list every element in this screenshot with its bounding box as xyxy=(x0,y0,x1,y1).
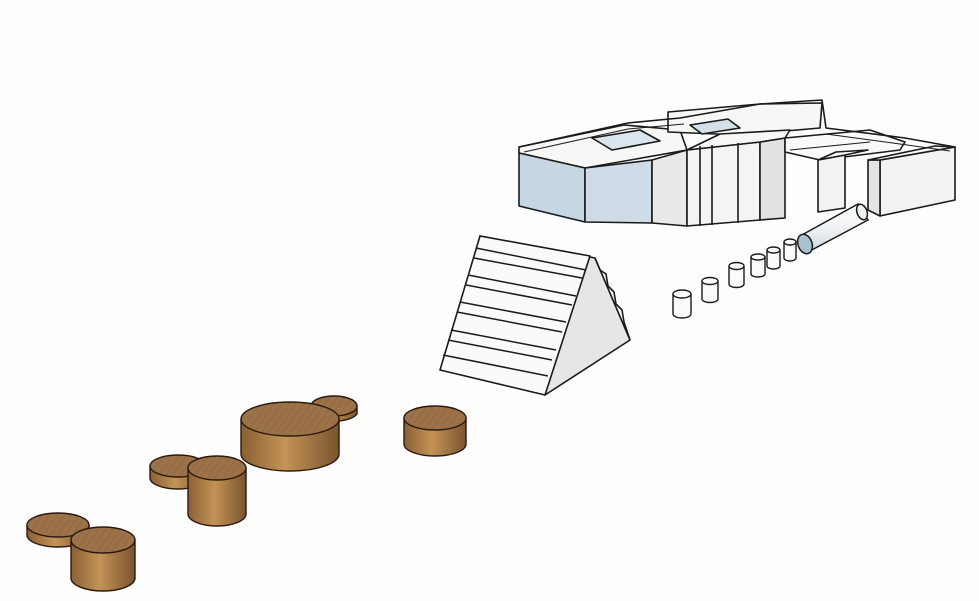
small-cylinder xyxy=(728,261,745,289)
complex-mid-front xyxy=(686,141,761,227)
pyramid-front-face xyxy=(439,235,591,396)
complex-mid-side xyxy=(759,137,786,221)
wooden-cylinder-front xyxy=(70,526,136,592)
complex-left-side xyxy=(651,149,688,227)
small-cylinder xyxy=(783,238,797,262)
complex-wall-line-c xyxy=(789,141,871,151)
pipe-cylinder xyxy=(796,203,870,255)
complex-inner-pool-left xyxy=(591,129,661,151)
walled-complex xyxy=(518,99,956,227)
small-cylinder xyxy=(766,246,781,270)
wooden-cylinder-medium xyxy=(403,405,467,457)
pyramid-jagged-edge xyxy=(594,257,631,341)
small-cylinder-row xyxy=(672,238,797,319)
complex-outer-top-wall xyxy=(518,99,956,148)
complex-wall-line-b xyxy=(825,133,951,152)
wooden-cylinder-tall xyxy=(187,455,247,527)
pyramid-steps xyxy=(442,247,587,377)
complex-right-side xyxy=(867,159,881,217)
complex-gate-top xyxy=(817,149,869,161)
complex-gate-front xyxy=(817,154,846,213)
pipe-end xyxy=(796,233,814,255)
wooden-cylinder-large xyxy=(240,401,340,472)
complex-upper-pool xyxy=(689,118,741,135)
pipe-far-end xyxy=(855,203,869,221)
small-cylinder xyxy=(750,253,766,278)
wooden-cylinder-group xyxy=(26,395,467,592)
small-cylinder xyxy=(672,289,692,319)
complex-left-front-blue-2 xyxy=(584,159,653,224)
small-cylinder xyxy=(701,276,719,304)
complex-wall-line-a xyxy=(523,123,685,153)
stepped-pyramid xyxy=(439,235,631,396)
